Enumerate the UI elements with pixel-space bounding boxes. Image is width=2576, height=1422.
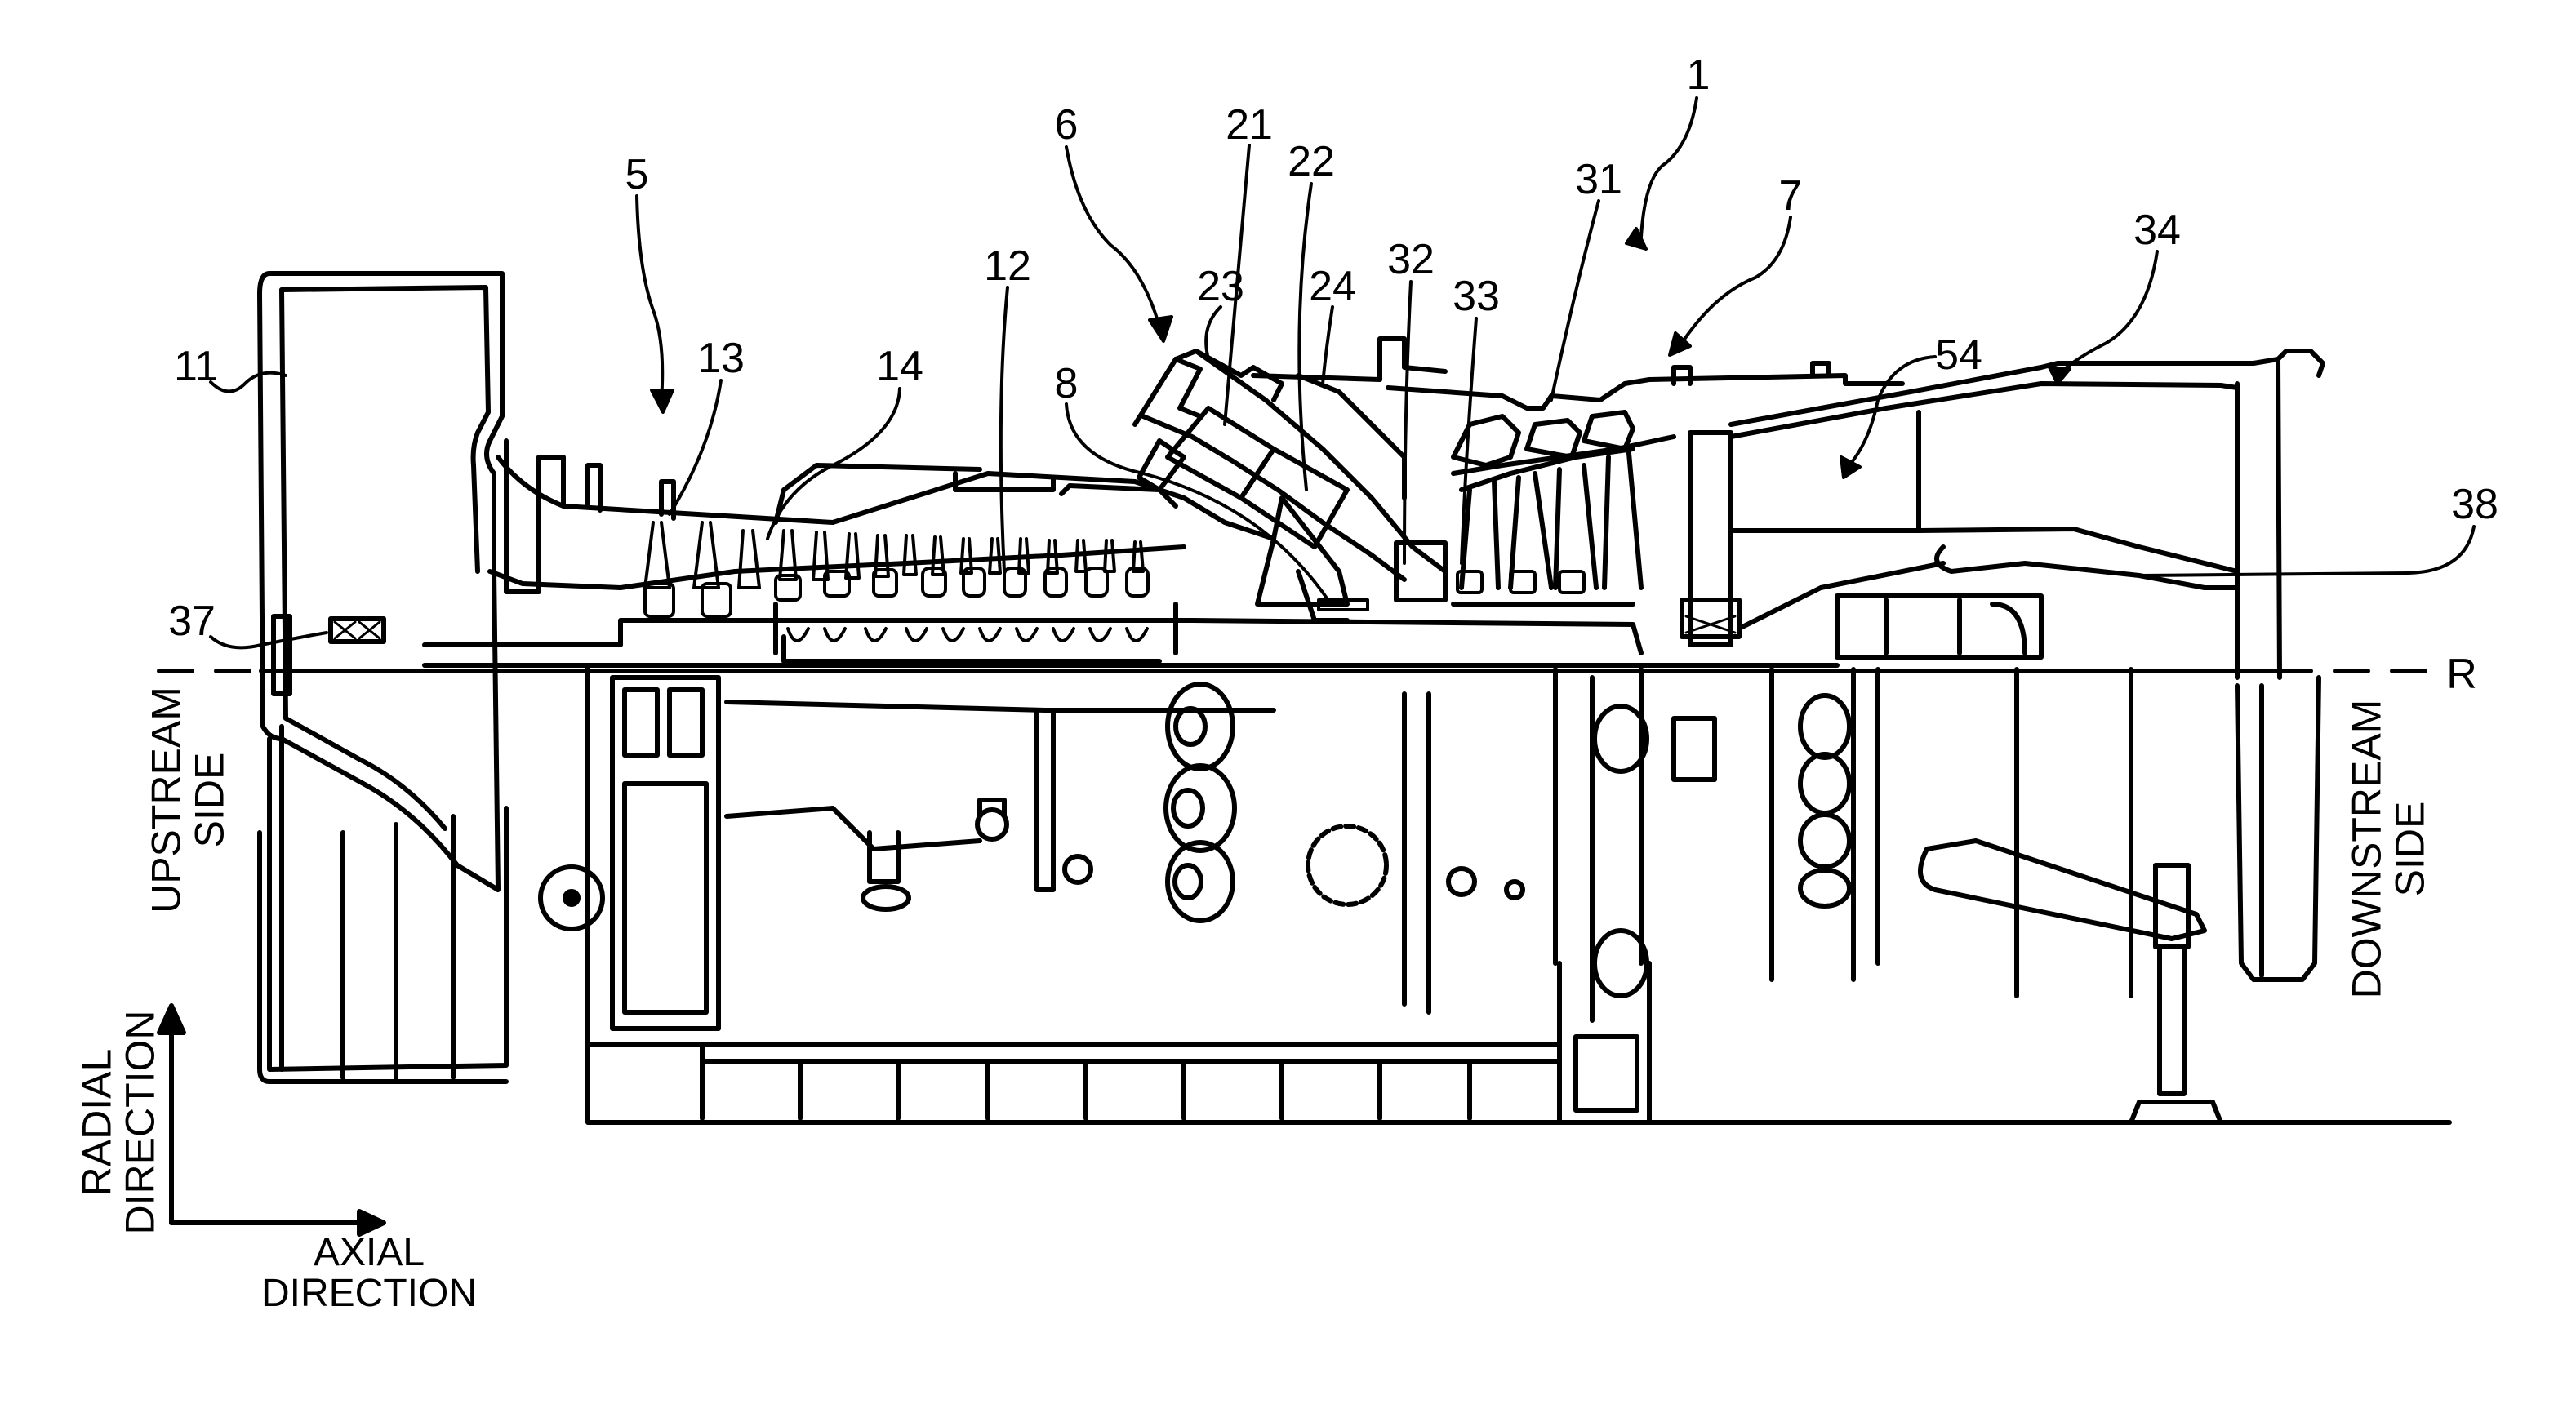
axial-direction-label: AXIAL DIRECTION [261,1231,477,1316]
inlet-plenum [257,271,505,892]
downstream-line1: DOWNSTREAM [2343,699,2390,999]
leader-38 [2138,525,2476,577]
leader-lines [209,96,2476,650]
leader-6 [1065,145,1161,328]
ref-12: 12 [984,242,1031,290]
combustor [1132,336,1448,623]
leader-22 [1297,182,1313,491]
radial-direction-label: RADIAL DIRECTION [73,1010,163,1235]
downstream-side-label: DOWNSTREAM SIDE [2343,699,2433,999]
leader-13 [668,379,723,516]
leader-33 [1460,317,1478,565]
radial-line2: DIRECTION [117,1010,162,1235]
leader-12 [999,286,1009,573]
ref-14: 14 [876,343,923,390]
leader-31 [1550,199,1600,402]
direction-arrows [157,1003,386,1237]
leader-37 [209,631,328,650]
front-bearing [271,614,386,696]
downstream-line2: SIDE [2387,801,2432,897]
upstream-line2: SIDE [186,752,232,848]
ref-38: 38 [2451,481,2498,528]
ref-21: 21 [1226,101,1273,149]
base-frame [585,663,2452,1125]
leader-11 [209,371,287,393]
ref-23: 23 [1197,263,1244,310]
ref-37: 37 [168,598,216,645]
leader-8 [1065,402,1332,606]
ref-7: 7 [1778,172,1803,220]
ref-32: 32 [1387,236,1435,283]
ref-24: 24 [1309,263,1356,310]
leader-1 [1639,96,1698,238]
ref-33: 33 [1453,273,1500,320]
leader-5 [635,194,665,402]
axis-label-r: R [2446,651,2477,698]
leader-21 [1223,144,1251,426]
turbine-section [1386,361,1905,607]
rotor-shaft [422,602,1840,668]
ref-22: 22 [1288,138,1335,185]
ref-13: 13 [697,335,745,382]
leader-23 [1204,305,1222,361]
upstream-line1: UPSTREAM [143,687,189,913]
turbine-support [1553,593,2223,1125]
ref-1: 1 [1686,51,1711,99]
ref-6: 6 [1054,101,1079,149]
radial-line1: RADIAL [73,1048,120,1197]
leader-7 [1680,216,1792,344]
upstream-side-label: UPSTREAM SIDE [143,687,233,913]
axial-line1: AXIAL [313,1231,425,1274]
leader-32 [1403,280,1413,565]
compressor-casing [487,438,1276,594]
ref-11: 11 [174,343,218,390]
ref-34: 34 [2133,207,2181,254]
axial-line2: DIRECTION [261,1272,477,1316]
accessory-gearbox [538,682,1525,1015]
inlet-lower-housing [257,724,509,1084]
leader-14 [766,387,901,540]
ref-5: 5 [625,151,649,198]
ref-8: 8 [1054,360,1079,407]
ref-31: 31 [1575,156,1622,203]
leader-54 [1848,355,1937,467]
leader-34 [2056,250,2159,377]
ref-54: 54 [1935,331,1982,379]
leader-24 [1321,305,1334,385]
compressor-blade-rows [643,521,1150,618]
